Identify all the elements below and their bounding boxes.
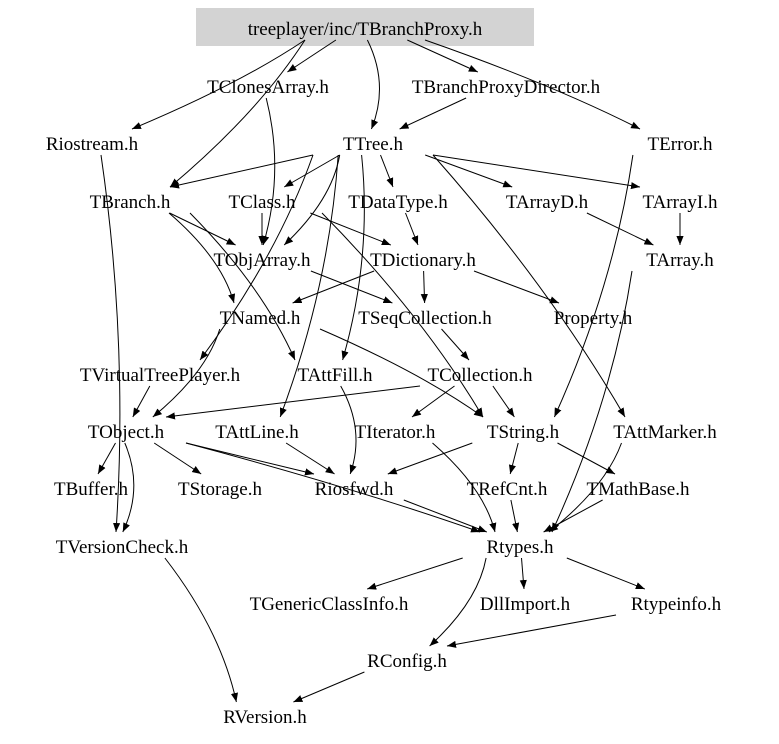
node-tnamed-h[interactable]: TNamed.h bbox=[220, 308, 301, 329]
node-property-h[interactable]: Property.h bbox=[554, 308, 633, 329]
node-tattmarker-h[interactable]: TAttMarker.h bbox=[613, 422, 717, 443]
edge-tobject-h-to-tbuffer-h bbox=[97, 442, 116, 475]
edge-rtypes-h-to-dllimport-h bbox=[519, 557, 527, 590]
edge-ttree-h-to-tattmarker-h bbox=[432, 154, 626, 418]
edge-tbranch-h-to-tattfill-h bbox=[189, 212, 296, 361]
edge-tversioncheck-h-to-rversion-h bbox=[164, 557, 238, 703]
edge-tobjarray-h-to-tseqcollection-h bbox=[310, 270, 393, 304]
edge-treeplayer-inc-tbranchproxy-h-to-tbranch-h bbox=[169, 39, 306, 188]
edge-ttree-h-to-tattline-h bbox=[279, 154, 339, 418]
node-tmathbase-h[interactable]: TMathBase.h bbox=[587, 479, 690, 500]
edge-tcollection-h-to-titerator-h bbox=[411, 385, 455, 418]
edge-ttree-h-to-tdatatype-h bbox=[380, 154, 394, 188]
edge-tdictionary-h-to-tseqcollection-h bbox=[420, 270, 428, 304]
edge-ttree-h-to-tattfill-h bbox=[341, 154, 365, 361]
edge-tattline-h-to-riosfwd-h bbox=[285, 442, 335, 475]
node-tattfill-h[interactable]: TAttFill.h bbox=[297, 365, 373, 386]
edge-tstring-h-to-trefcnt-h bbox=[508, 442, 519, 475]
node-rconfig-h[interactable]: RConfig.h bbox=[367, 651, 447, 672]
node-tcollection-h[interactable]: TCollection.h bbox=[427, 365, 533, 386]
edge-rtypes-h-to-rtypeinfo-h bbox=[566, 557, 645, 590]
edge-tseqcollection-h-to-tcollection-h bbox=[441, 328, 470, 361]
edge-tclass-h-to-tdictionary-h bbox=[310, 212, 391, 246]
edge-tbranch-h-to-tobjarray-h bbox=[169, 212, 236, 246]
edge-tnamed-h-to-tstring-h bbox=[319, 328, 484, 418]
edge-tobject-h-to-tstorage-h bbox=[153, 442, 202, 475]
edge-treeplayer-inc-tbranchproxy-h-to-tclonesarray-h bbox=[287, 39, 337, 73]
node-tstring-h[interactable]: TString.h bbox=[487, 422, 560, 443]
edge-tcollection-h-to-tobject-h bbox=[165, 385, 421, 420]
edge-tnamed-h-to-tobject-h bbox=[152, 328, 221, 418]
node-tobjarray-h[interactable]: TObjArray.h bbox=[213, 250, 311, 271]
root-node-box bbox=[196, 8, 534, 46]
node-tarrayd-h[interactable]: TArrayD.h bbox=[506, 192, 589, 213]
edge-tcollection-h-to-tstring-h bbox=[492, 385, 515, 418]
edge-tstring-h-to-riosfwd-h bbox=[387, 442, 473, 475]
node-tbuffer-h[interactable]: TBuffer.h bbox=[54, 479, 129, 500]
edge-rtypes-h-to-rconfig-h bbox=[429, 557, 487, 647]
node-ttree-h[interactable]: TTree.h bbox=[343, 134, 403, 155]
edge-ttree-h-to-tarrayi-h bbox=[432, 154, 641, 190]
edge-trefcnt-h-to-rtypes-h bbox=[510, 499, 520, 533]
node-dllimport-h[interactable]: DllImport.h bbox=[480, 594, 571, 615]
node-rtypeinfo-h[interactable]: Rtypeinfo.h bbox=[631, 594, 722, 615]
edge-treeplayer-inc-tbranchproxy-h-to-tbranchproxydirector-h bbox=[407, 39, 479, 73]
node-rtypes-h[interactable]: Rtypes.h bbox=[486, 537, 554, 558]
edge-tdictionary-h-to-tnamed-h bbox=[292, 270, 375, 304]
node-tstorage-h[interactable]: TStorage.h bbox=[178, 479, 262, 500]
edge-tobject-h-to-rtypes-h bbox=[185, 442, 481, 533]
edge-tbranch-h-to-tnamed-h bbox=[168, 212, 236, 304]
node-terror-h[interactable]: TError.h bbox=[648, 134, 713, 155]
edge-tclass-h-to-tstring-h bbox=[321, 212, 484, 418]
edge-ttree-h-to-tclass-h bbox=[283, 154, 340, 188]
node-titerator-h[interactable]: TIterator.h bbox=[355, 422, 436, 443]
edge-tarray-h-to-rtypes-h bbox=[551, 270, 633, 533]
node-tarray-h[interactable]: TArray.h bbox=[646, 250, 714, 271]
node-tbranch-h[interactable]: TBranch.h bbox=[90, 192, 171, 213]
node-tseqcollection-h[interactable]: TSeqCollection.h bbox=[358, 308, 492, 329]
node-tclass-h[interactable]: TClass.h bbox=[228, 192, 296, 213]
edge-tbranchproxydirector-h-to-ttree-h bbox=[399, 97, 467, 130]
edge-rtypes-h-to-tgenericclassinfo-h bbox=[367, 557, 463, 590]
edge-tdictionary-h-to-property-h bbox=[473, 270, 560, 304]
edge-riostream-h-to-tversioncheck-h bbox=[100, 154, 121, 533]
edge-tmathbase-h-to-rtypes-h bbox=[543, 499, 603, 533]
edge-ttree-h-to-tarrayd-h bbox=[425, 154, 513, 188]
edge-treeplayer-inc-tbranchproxy-h-to-ttree-h bbox=[366, 39, 380, 130]
node-tobject-h[interactable]: TObject.h bbox=[88, 422, 165, 443]
edge-ttree-h-to-tbranch-h bbox=[169, 154, 314, 189]
node-tattline-h[interactable]: TAttLine.h bbox=[215, 422, 299, 443]
node-riostream-h[interactable]: Riostream.h bbox=[46, 134, 139, 155]
node-tbranchproxydirector-h[interactable]: TBranchProxyDirector.h bbox=[412, 77, 601, 98]
node-tversioncheck-h[interactable]: TVersionCheck.h bbox=[56, 537, 189, 558]
edge-tclonesarray-h-to-tobjarray-h bbox=[262, 97, 276, 246]
node-trefcnt-h[interactable]: TRefCnt.h bbox=[467, 479, 548, 500]
edge-riosfwd-h-to-rtypes-h bbox=[403, 499, 487, 533]
edge-terror-h-to-tstring-h bbox=[553, 154, 634, 418]
edge-treeplayer-inc-tbranchproxy-h-to-riostream-h bbox=[131, 39, 306, 130]
node-tdatatype-h[interactable]: TDataType.h bbox=[348, 192, 448, 213]
edge-tobject-h-to-tversioncheck-h bbox=[122, 442, 135, 533]
node-tarrayi-h[interactable]: TArrayI.h bbox=[643, 192, 718, 213]
edge-tarrayd-h-to-tarray-h bbox=[586, 212, 654, 246]
node-tvirtualtreeplayer-h[interactable]: TVirtualTreePlayer.h bbox=[80, 365, 241, 386]
edge-tvirtualtreeplayer-h-to-tobject-h bbox=[132, 385, 151, 418]
node-rversion-h[interactable]: RVersion.h bbox=[223, 707, 307, 728]
edge-treeplayer-inc-tbranchproxy-h-to-terror-h bbox=[424, 39, 641, 130]
edge-tstring-h-to-tmathbase-h bbox=[557, 442, 616, 475]
node-tgenericclassinfo-h[interactable]: TGenericClassInfo.h bbox=[250, 594, 409, 615]
node-tclonesarray-h[interactable]: TClonesArray.h bbox=[207, 77, 329, 98]
edge-rconfig-h-to-rversion-h bbox=[293, 671, 365, 703]
node-tdictionary-h[interactable]: TDictionary.h bbox=[370, 250, 476, 271]
node-riosfwd-h[interactable]: Riosfwd.h bbox=[315, 479, 394, 500]
edge-tdatatype-h-to-tdictionary-h bbox=[405, 212, 419, 246]
node-treeplayer-inc-tbranchproxy-h[interactable]: treeplayer/inc/TBranchProxy.h bbox=[248, 19, 483, 40]
edge-titerator-h-to-rtypes-h bbox=[432, 442, 497, 533]
edge-rtypeinfo-h-to-rconfig-h bbox=[446, 614, 617, 648]
